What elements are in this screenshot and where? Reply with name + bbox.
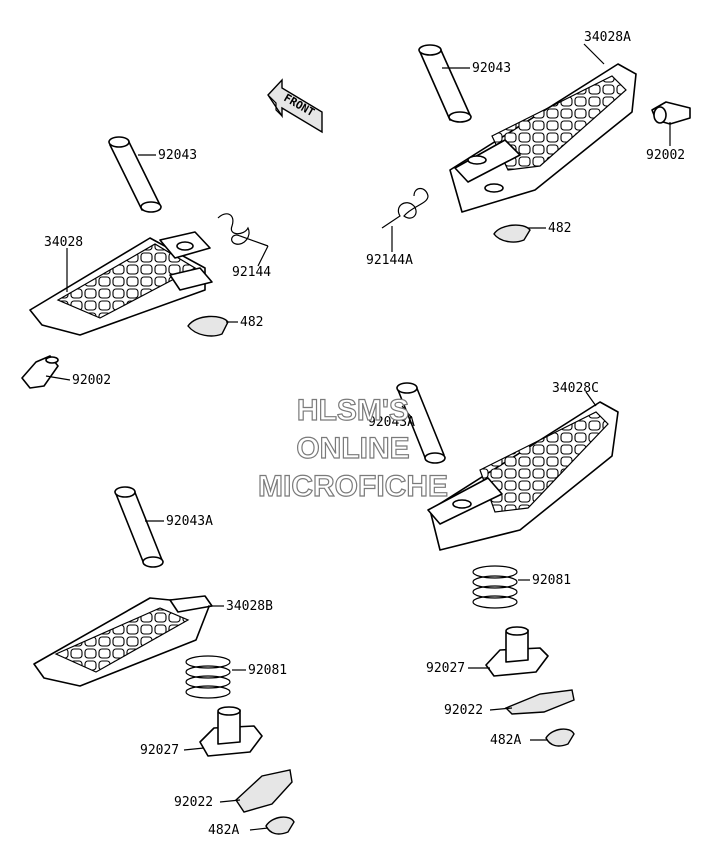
label-92043-top-left: 92043 <box>158 148 197 163</box>
spring-92081-right <box>472 565 518 609</box>
watermark-line-1: HLSM'S <box>297 394 409 427</box>
label-92027-left: 92027 <box>140 743 179 758</box>
front-arrow-icon: FRONT <box>267 78 323 134</box>
label-92043A-left: 92043A <box>166 514 213 529</box>
pin-92043A-left <box>114 486 164 568</box>
label-482-top-left: 482 <box>240 315 263 330</box>
pin-92043-left <box>108 136 162 213</box>
watermark: HLSM'S ONLINE MICROFICHE <box>257 393 448 503</box>
plate-92022-left <box>235 769 293 813</box>
label-34028: 34028 <box>44 235 83 250</box>
label-92043-top-right: 92043 <box>472 61 511 76</box>
spring-92144 <box>217 213 269 247</box>
label-92027-right: 92027 <box>426 661 465 676</box>
leader-lines <box>45 43 671 831</box>
label-92002-top-left: 92002 <box>72 373 111 388</box>
spring-92081-left <box>185 655 231 699</box>
bracket-92027-left <box>199 706 263 757</box>
label-34028B: 34028B <box>226 599 273 614</box>
label-92022-right: 92022 <box>444 703 483 718</box>
spring-92144A <box>381 187 429 229</box>
footpeg-34028C <box>427 401 619 551</box>
label-92081-right: 92081 <box>532 573 571 588</box>
label-92081-left: 92081 <box>248 663 287 678</box>
label-92022-left: 92022 <box>174 795 213 810</box>
footpeg-34028A <box>449 63 637 213</box>
label-482-top-right: 482 <box>548 221 571 236</box>
watermark-line-3: MICROFICHE <box>258 470 448 503</box>
label-92144A: 92144A <box>366 253 413 268</box>
footpeg-34028B <box>33 595 213 687</box>
label-482A-right: 482A <box>490 733 521 748</box>
label-34028C: 34028C <box>552 381 599 396</box>
cap-92002-left <box>21 355 59 389</box>
pin-92043-right <box>418 44 472 123</box>
label-482A-left: 482A <box>208 823 239 838</box>
plate-92022-right <box>504 689 575 715</box>
pin-92043A-right <box>396 382 446 464</box>
clip-482A-left <box>265 816 295 835</box>
clip-482-right <box>493 224 531 243</box>
label-92043A-right: 92043A <box>368 415 415 430</box>
watermark-line-2: ONLINE <box>296 432 409 465</box>
cap-92002-right <box>651 101 691 125</box>
bracket-92027-right <box>485 626 549 677</box>
label-92144: 92144 <box>232 265 271 280</box>
label-34028A: 34028A <box>584 30 631 45</box>
clip-482A-right <box>545 728 575 747</box>
clip-482-left <box>187 315 229 337</box>
footpeg-34028 <box>29 231 213 336</box>
label-92002-top-right: 92002 <box>646 148 685 163</box>
